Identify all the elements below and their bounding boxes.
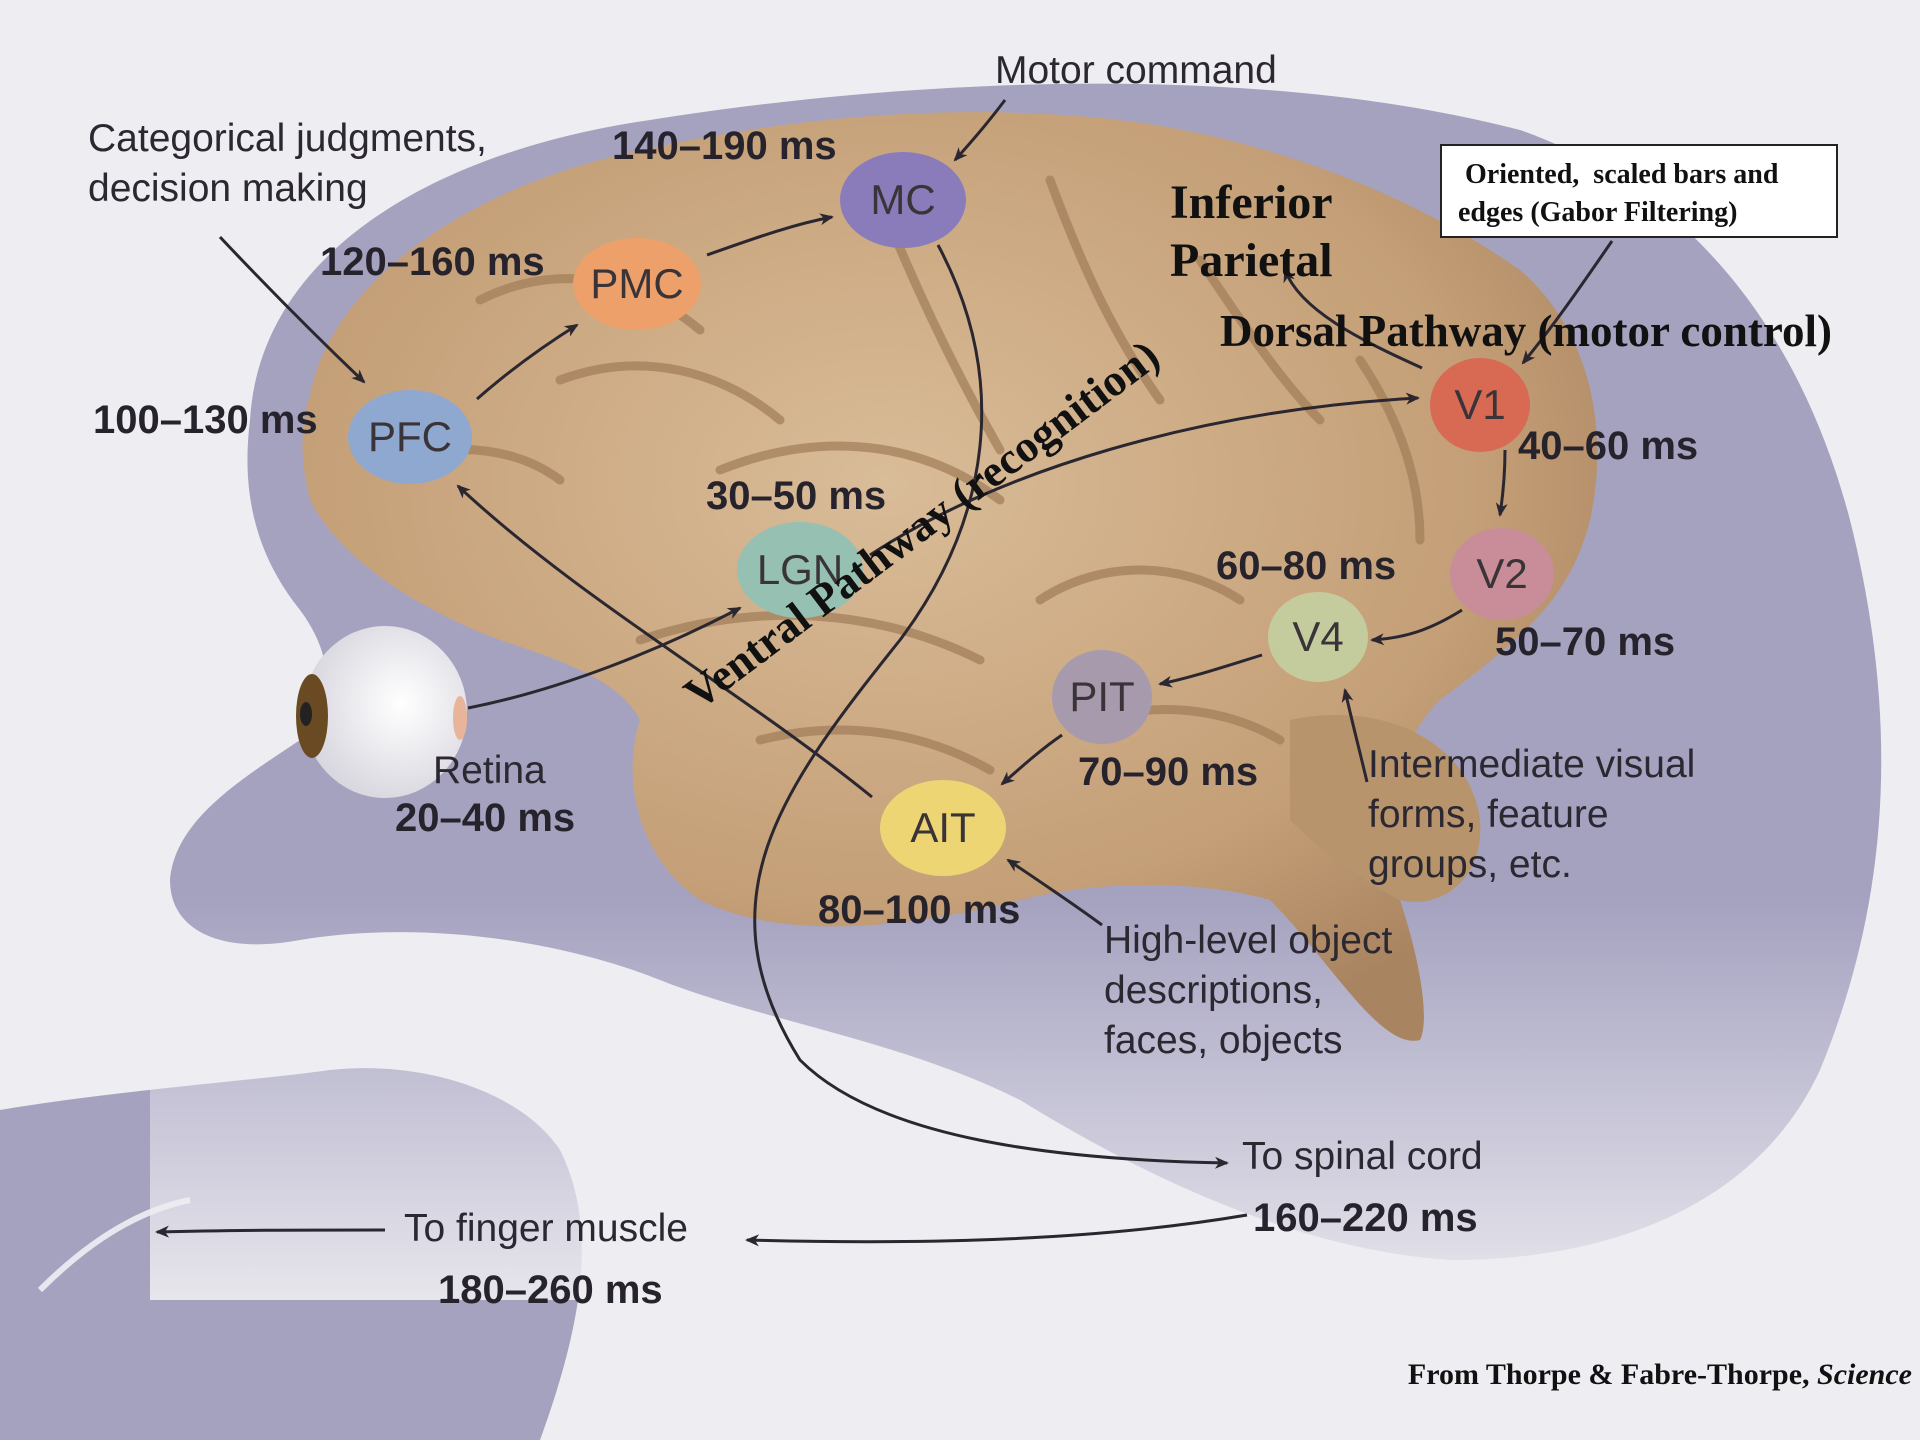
label-categorical: Categorical judgments, decision making [88, 114, 487, 214]
timing-spinal: 160–220 ms [1253, 1196, 1478, 1241]
timing-v2: 50–70 ms [1495, 620, 1675, 665]
node-pit[interactable]: PIT [1052, 650, 1152, 744]
node-v1[interactable]: V1 [1430, 358, 1530, 452]
timing-finger: 180–260 ms [438, 1268, 663, 1313]
timing-lgn: 30–50 ms [706, 474, 886, 519]
node-ait-label: AIT [910, 804, 975, 852]
node-v2[interactable]: V2 [1450, 528, 1554, 620]
node-ait[interactable]: AIT [880, 780, 1006, 876]
node-v1-label: V1 [1454, 381, 1505, 429]
node-pit-label: PIT [1069, 673, 1134, 721]
timing-v1: 40–60 ms [1518, 424, 1698, 469]
node-pmc[interactable]: PMC [573, 238, 701, 330]
retina-spot [453, 696, 467, 740]
gabor-filter-box: Oriented, scaled bars and edges (Gabor F… [1440, 144, 1838, 238]
timing-retina: 20–40 ms [395, 796, 575, 841]
citation-text: From Thorpe & Fabre-Thorpe, [1408, 1358, 1817, 1391]
node-v4-label: V4 [1292, 613, 1343, 661]
timing-v4: 60–80 ms [1216, 544, 1396, 589]
pupil-icon [300, 702, 312, 726]
timing-pit: 70–90 ms [1078, 750, 1258, 795]
node-v4[interactable]: V4 [1268, 592, 1368, 682]
node-mc-label: MC [870, 176, 935, 224]
label-intermediate: Intermediate visual forms, feature group… [1368, 740, 1695, 890]
timing-pmc: 120–160 ms [320, 240, 545, 285]
label-dorsal-pathway: Dorsal Pathway (motor control) [1220, 302, 1832, 360]
timing-pfc: 100–130 ms [93, 398, 318, 443]
timing-ait: 80–100 ms [818, 888, 1020, 933]
citation-journal: Science [1817, 1358, 1912, 1391]
label-motor-command: Motor command [995, 46, 1277, 96]
label-spinal-cord: To spinal cord [1242, 1132, 1483, 1182]
label-retina: Retina [433, 746, 546, 796]
label-inferior-parietal: Inferior Parietal [1170, 174, 1333, 290]
timing-mc: 140–190 ms [612, 124, 837, 169]
node-pfc[interactable]: PFC [348, 390, 472, 484]
node-mc[interactable]: MC [840, 152, 966, 248]
label-high-level: High-level object descriptions, faces, o… [1104, 916, 1392, 1066]
node-v2-label: V2 [1476, 550, 1527, 598]
node-pmc-label: PMC [590, 260, 683, 308]
node-pfc-label: PFC [368, 413, 452, 461]
label-finger-muscle: To finger muscle [404, 1204, 688, 1254]
citation: From Thorpe & Fabre-Thorpe, Science [1408, 1358, 1912, 1392]
